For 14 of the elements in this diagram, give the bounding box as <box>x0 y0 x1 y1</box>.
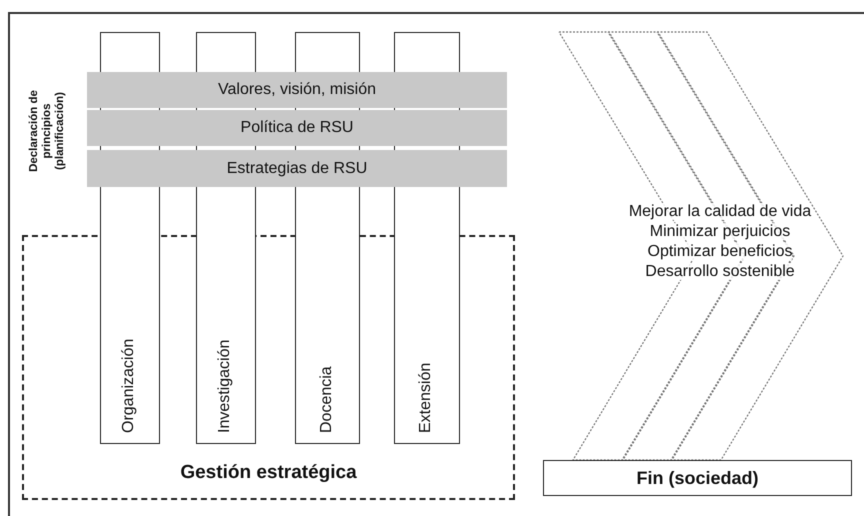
goal-text: Minimizar perjuicios <box>650 223 790 240</box>
band-box: Estrategias de RSU <box>87 150 507 187</box>
band-box: Valores, visión, misión <box>87 72 507 108</box>
result-box: Fin (sociedad) <box>543 460 852 496</box>
column-label: Extensión <box>416 362 435 433</box>
band-box: Política de RSU <box>87 110 507 146</box>
goal-text: Optimizar beneficios <box>648 243 792 260</box>
column-label: Organización <box>119 338 138 433</box>
rotated-side-label: Declaración de principios (planificación) <box>28 89 67 174</box>
goal-text: Mejorar la calidad de vida <box>628 203 812 220</box>
column-label: Docencia <box>316 366 336 433</box>
group-title: Gestión estratégica <box>179 462 358 484</box>
goal-text: Desarrollo sostenible <box>645 263 795 280</box>
column-label: Investigación <box>215 340 234 433</box>
